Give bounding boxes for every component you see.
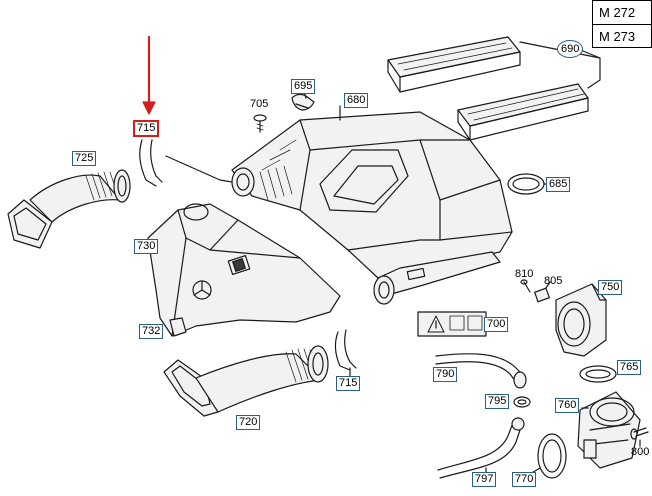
intake-hose-720: [163, 345, 329, 417]
clip-part-732: [169, 317, 187, 337]
screw-part-705: [253, 114, 267, 133]
engine-model-box: M 272 M 273: [592, 0, 652, 48]
callout-695[interactable]: 695: [291, 79, 316, 94]
seal-part-715-lower: [334, 329, 357, 371]
callout-680[interactable]: 680: [344, 93, 369, 108]
air-mass-sensor-750: [555, 283, 607, 357]
callout-730[interactable]: 730: [134, 239, 159, 254]
callout-715-lower[interactable]: 715: [336, 376, 361, 391]
air-filter-element-upper: [387, 36, 521, 93]
callout-705[interactable]: 705: [250, 98, 269, 110]
seal-ring-685: [507, 173, 545, 195]
callout-720[interactable]: 720: [236, 415, 261, 430]
hose-part-797: [437, 417, 525, 479]
callout-760[interactable]: 760: [555, 398, 580, 413]
callout-690[interactable]: 690: [557, 40, 584, 58]
bolt-part-800: [630, 427, 649, 440]
callout-790[interactable]: 790: [433, 367, 458, 382]
callout-800[interactable]: 800: [631, 446, 650, 458]
model-label-2: M 273: [593, 24, 651, 48]
seal-ring-765: [579, 365, 617, 383]
sensor-part-810: [520, 279, 531, 293]
red-arrow-icon: [142, 35, 156, 115]
intake-hose-725: [7, 169, 131, 249]
mercedes-star-icon: [192, 280, 212, 300]
air-filter-housing: [231, 111, 513, 305]
clamp-part-795: [513, 396, 531, 408]
seal-ring-770: [537, 433, 567, 479]
callout-805[interactable]: 805: [544, 275, 563, 287]
engine-cover: [147, 203, 341, 337]
callout-715-highlighted[interactable]: 715: [133, 120, 160, 137]
callout-795[interactable]: 795: [485, 394, 510, 409]
callout-750[interactable]: 750: [598, 280, 623, 295]
callout-810[interactable]: 810: [515, 268, 534, 280]
air-filter-element-lower: [457, 83, 589, 141]
callout-765[interactable]: 765: [617, 360, 642, 375]
model-label-1: M 272: [599, 5, 636, 20]
seal-part-715-upper: [139, 139, 163, 187]
intake-connector-760: [577, 391, 641, 469]
breather-hose-790: [435, 353, 527, 389]
callout-770[interactable]: 770: [512, 472, 537, 487]
callout-685[interactable]: 685: [546, 177, 571, 192]
callout-732[interactable]: 732: [139, 324, 164, 339]
callout-797[interactable]: 797: [472, 472, 497, 487]
clip-part-695: [291, 93, 315, 111]
callout-725[interactable]: 725: [72, 151, 97, 166]
warning-label-icon: [417, 311, 487, 337]
sensor-part-805: [534, 281, 551, 303]
callout-700[interactable]: 700: [484, 317, 509, 332]
